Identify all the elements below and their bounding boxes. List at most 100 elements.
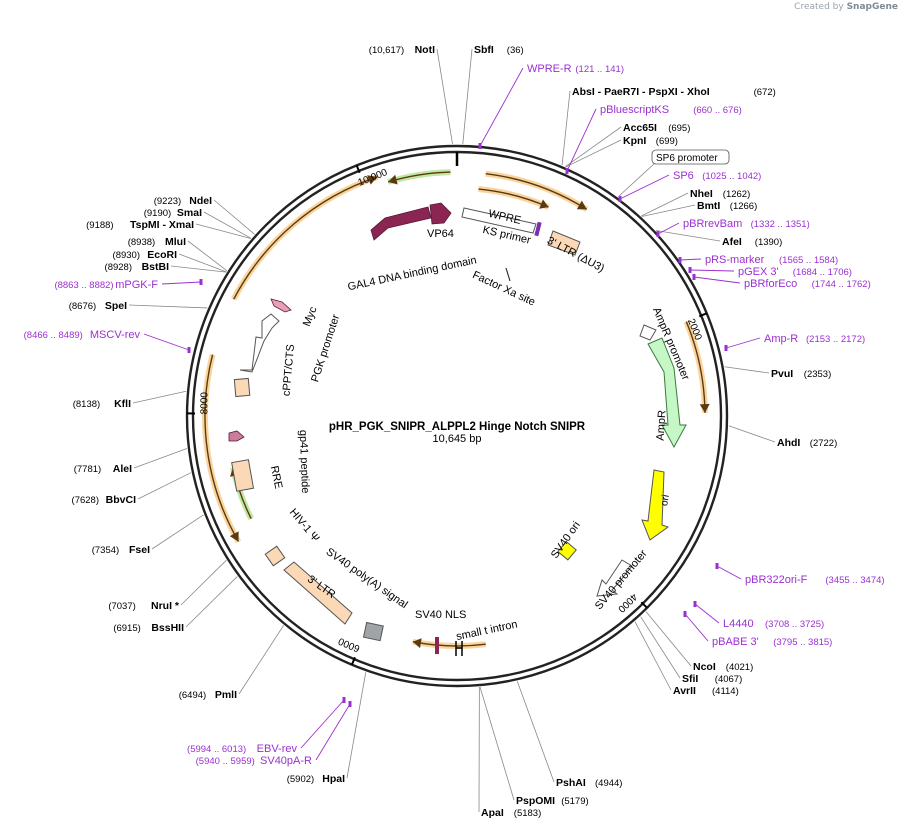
enzyme-site[interactable]: AleI(7781) [74,463,132,475]
primer-leader [657,222,680,235]
enzyme-site[interactable]: SbfI(36) [474,44,524,56]
enzyme-position: (4944) [595,778,622,789]
cppt-cts-feature[interactable] [233,377,251,398]
enzyme-site[interactable]: HpaI(5902) [287,773,345,785]
gp41-peptide-arrow[interactable] [228,430,245,442]
enzyme-leader [346,672,367,779]
enzyme-leader [128,304,208,309]
primer-site[interactable]: pBRrevBam(1332 .. 1351) [683,218,810,230]
enzyme-site[interactable]: NdeI(9223) [154,195,212,207]
enzyme-site[interactable]: BbvCI(7628) [72,494,137,506]
primer-range: (1744 .. 1762) [812,279,871,290]
primer-site[interactable]: pGEX 3'(1684 .. 1706) [738,266,852,278]
enzyme-site[interactable]: PmlI(6494) [179,689,237,701]
sv40-ori-feature[interactable] [557,540,577,561]
enzyme-position: (8928) [105,262,132,273]
primer-site[interactable]: Amp-R(2153 .. 2172) [764,333,865,345]
enzyme-site[interactable]: NcoI(4021) [693,661,753,673]
primer-site[interactable]: WPRE-R(121 .. 141) [527,63,624,75]
enzyme-site[interactable]: BssHII(6915) [113,622,184,634]
ltr-du3-feature[interactable] [547,230,581,256]
primer-site[interactable]: pRS-marker(1565 .. 1584) [705,254,838,266]
enzyme-site[interactable]: AbsI - PaeR7I - PspXI - XhoI(672) [572,86,776,98]
enzyme-site[interactable]: Acc65I(695) [623,122,690,134]
primer-leader [619,174,670,200]
sv40-nls-feature[interactable] [435,637,439,654]
rre-feature[interactable] [231,459,255,492]
enzyme-site[interactable]: NruI *(7037) [108,600,180,612]
ltr-3-feature[interactable] [283,561,353,625]
enzyme-name: BbvCI [106,494,136,506]
enzyme-position: (8938) [128,237,155,248]
primer-site[interactable]: pBABE 3'(3795 .. 3815) [712,636,832,648]
wpre-feature[interactable] [461,207,537,234]
primer-site[interactable]: SV40pA-R(5940 .. 5959) [196,755,312,767]
ori-arrow[interactable] [641,469,670,541]
primer-leader [315,703,351,761]
ampr-promoter-arrow[interactable] [639,324,657,341]
primer-site[interactable]: MSCV-rev(8466 .. 8489) [24,329,141,341]
small-t-intron-feature[interactable] [455,641,463,656]
enzyme-site[interactable]: PshAI(4944) [556,777,622,789]
enzyme-position: (6915) [113,623,140,634]
enzyme-site[interactable]: KpnI(699) [623,135,678,147]
primer-leader [679,258,702,261]
primer-site[interactable]: mPGK-F(8863 .. 8882) [54,279,158,291]
tick-mark [698,312,708,318]
enzyme-position: (4021) [726,662,753,673]
sp6-promoter-callout[interactable]: SP6 promoter [651,149,730,165]
enzyme-site[interactable]: MluI(8938) [128,236,186,248]
primer-site[interactable]: L4440(3708 .. 3725) [723,618,824,630]
gal4-arrow[interactable] [370,206,432,241]
enzyme-site[interactable]: KflI(8138) [73,398,131,410]
enzyme-site[interactable]: PspOMI(5179) [516,795,589,807]
primer-site[interactable]: pBluescriptKS(660 .. 676) [600,104,742,116]
enzyme-position: (10,617) [369,45,404,56]
primer-name: pBluescriptKS [600,104,669,116]
primer-leader [300,699,345,749]
enzyme-leader [180,559,227,606]
primer-site[interactable]: SP6(1025 .. 1042) [673,170,761,182]
enzyme-site[interactable]: SfiI(4067) [682,673,742,685]
label-myc: Myc [301,305,320,329]
enzyme-site[interactable]: ApaI(5183) [481,807,541,819]
ampr-arrow[interactable] [647,337,687,449]
enzyme-position: (8676) [69,301,96,312]
primer-range: (8863 .. 8882) [54,280,113,291]
pgk-promoter-arrow[interactable] [239,313,280,373]
enzyme-site[interactable]: SpeI(8676) [69,300,127,312]
sv40-promoter-arrow[interactable] [596,559,633,597]
enzyme-leader [641,204,696,217]
enzyme-leader [565,139,622,168]
enzyme-name: AhdI [777,437,800,449]
enzyme-leader [195,223,251,239]
myc-feature[interactable] [270,298,292,313]
enzyme-site[interactable]: SmaI(9190) [144,207,202,219]
primer-site[interactable]: EBV-rev(5994 .. 6013) [187,743,297,755]
enzyme-site[interactable]: PvuI(2353) [771,368,831,380]
orange-arc-left-high-head [367,175,378,185]
enzyme-site[interactable]: TspMI - XmaI(9188) [86,219,194,231]
enzyme-site[interactable]: NotI(10,617) [369,44,435,56]
enzyme-leader [565,126,622,167]
enzyme-name: Acc65I [623,122,657,134]
enzyme-site[interactable]: AhdI(2722) [777,437,837,449]
leader-lines [128,48,776,813]
enzyme-site[interactable]: NheI(1262) [690,188,750,200]
enzyme-site[interactable]: AvrII(4114) [673,685,739,697]
vp64-arrow[interactable] [429,202,452,225]
primer-range: (1565 .. 1584) [779,255,838,266]
enzyme-site[interactable]: AfeI(1390) [722,236,782,248]
enzyme-position: (699) [656,136,678,147]
primer-site[interactable]: pBR322ori-F(3455 .. 3474) [745,574,885,586]
primer-site[interactable]: pBRforEco(1744 .. 1762) [744,278,871,290]
enzyme-site[interactable]: BstBI(8928) [105,261,170,273]
enzyme-site[interactable]: EcoRI(8930) [113,249,178,261]
enzyme-site[interactable]: BmtI(1266) [697,200,757,212]
enzyme-site[interactable]: FseI(7354) [92,544,150,556]
enzyme-name: PspOMI [516,795,555,807]
sv40-polya-feature[interactable] [362,621,384,642]
primer-leader [693,276,741,284]
enzyme-leader [516,681,555,783]
hiv-psi-feature[interactable] [264,545,286,567]
